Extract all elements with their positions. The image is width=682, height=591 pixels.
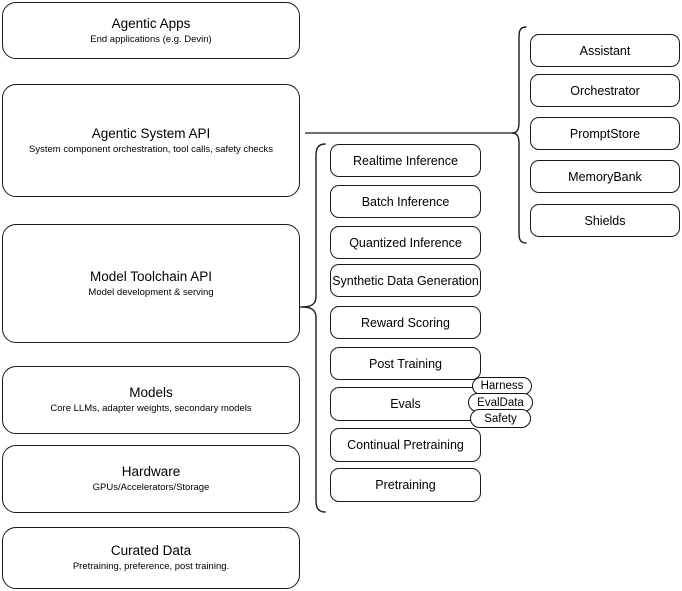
layer-title: Agentic System API	[91, 125, 211, 141]
layer-box-agentic-apps[interactable]: Agentic Apps End applications (e.g. Devi…	[2, 2, 300, 59]
component-pill-memorybank[interactable]: MemoryBank	[530, 160, 680, 193]
layer-box-models[interactable]: Models Core LLMs, adapter weights, secon…	[2, 366, 300, 434]
layer-box-model-toolchain-api[interactable]: Model Toolchain API Model development & …	[2, 224, 300, 343]
layer-box-agentic-system-api[interactable]: Agentic System API System component orch…	[2, 84, 300, 197]
capability-pill-reward-scoring[interactable]: Reward Scoring	[330, 306, 481, 339]
layer-title: Agentic Apps	[111, 15, 191, 31]
layer-subtitle: Core LLMs, adapter weights, secondary mo…	[50, 403, 252, 414]
capability-pill-quantized-inference[interactable]: Quantized Inference	[330, 226, 481, 259]
component-pill-shields[interactable]: Shields	[530, 204, 680, 237]
layer-box-hardware[interactable]: Hardware GPUs/Accelerators/Storage	[2, 445, 300, 513]
layer-subtitle: System component orchestration, tool cal…	[29, 143, 273, 155]
layer-box-curated-data[interactable]: Curated Data Pretraining, preference, po…	[2, 527, 300, 589]
layer-title: Curated Data	[110, 543, 192, 558]
capability-pill-batch-inference[interactable]: Batch Inference	[330, 185, 481, 218]
evals-badge-safety[interactable]: Safety	[470, 409, 531, 428]
component-pill-orchestrator[interactable]: Orchestrator	[530, 74, 680, 107]
brace-system-components	[511, 26, 527, 244]
capability-pill-realtime-inference[interactable]: Realtime Inference	[330, 144, 481, 177]
component-pill-assistant[interactable]: Assistant	[530, 34, 680, 67]
capability-pill-post-training[interactable]: Post Training	[330, 347, 481, 380]
capability-pill-pretraining[interactable]: Pretraining	[330, 468, 481, 502]
capability-pill-synthetic-data-generation[interactable]: Synthetic Data Generation	[330, 264, 481, 297]
layer-subtitle: Model development & serving	[88, 286, 214, 298]
layer-title: Model Toolchain API	[89, 268, 213, 284]
layer-subtitle: End applications (e.g. Devin)	[90, 33, 212, 45]
layer-title: Hardware	[121, 464, 181, 479]
layer-title: Models	[129, 385, 173, 400]
layer-subtitle: Pretraining, preference, post training.	[72, 561, 230, 572]
layer-subtitle: GPUs/Accelerators/Storage	[92, 482, 210, 493]
brace-toolchain-capabilities	[301, 143, 326, 513]
capability-pill-continual-pretraining[interactable]: Continual Pretraining	[330, 428, 481, 462]
component-pill-promptstore[interactable]: PromptStore	[530, 117, 680, 150]
capability-pill-evals[interactable]: Evals	[330, 387, 481, 421]
